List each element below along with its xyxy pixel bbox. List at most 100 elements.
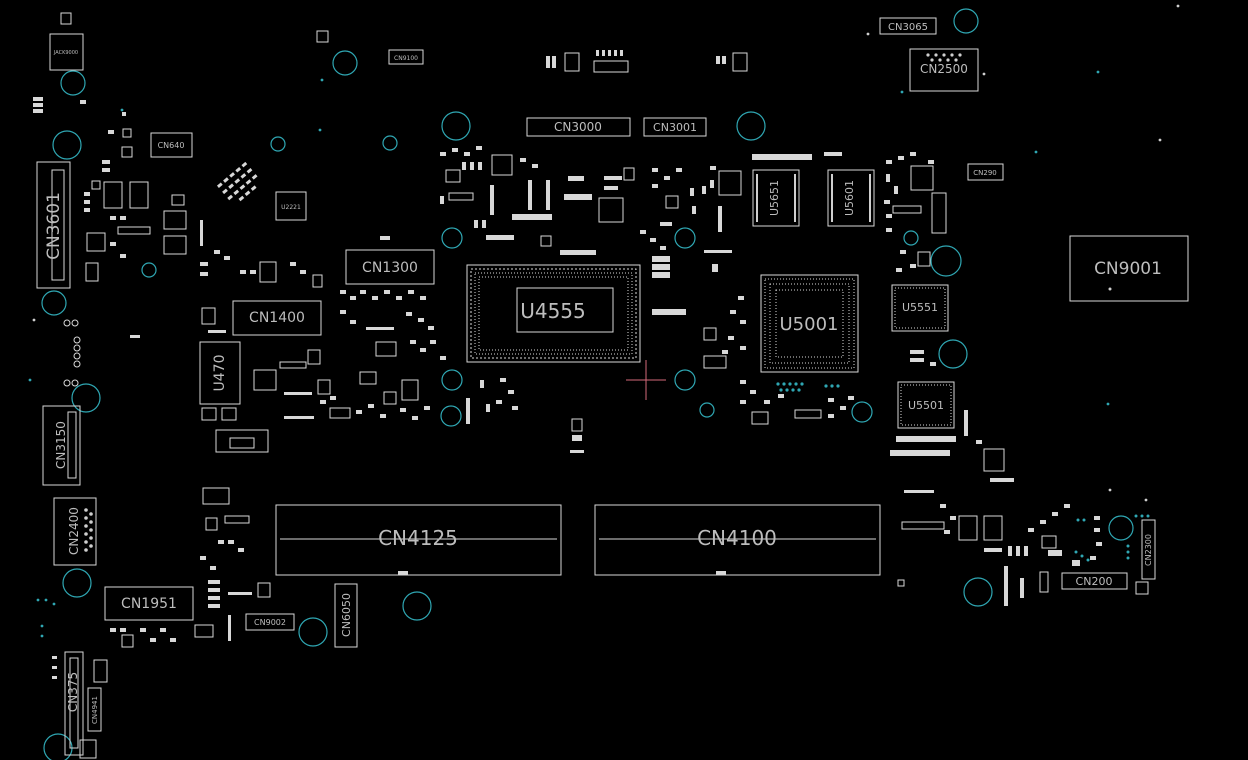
left-small-parts-rect-25 xyxy=(130,335,140,338)
u5001-gpu[interactable]: U5001 xyxy=(760,274,859,373)
lower-left-parts-rect-19 xyxy=(208,588,220,592)
lower-right-parts-rect-6 xyxy=(897,579,905,587)
u4555-cpu-rect-0 xyxy=(466,264,641,363)
right-center-parts-rect-34 xyxy=(778,394,784,398)
center-left-parts-rect-25 xyxy=(366,327,394,330)
center-left-parts-rect-26 xyxy=(284,392,312,395)
scattered-markers-circle-0 xyxy=(36,598,40,602)
cpu-top-parts-rect-29 xyxy=(660,246,666,250)
left-circle-column-circle-1 xyxy=(71,319,79,327)
via-holes-circle-4 xyxy=(441,111,471,141)
cn640[interactable]: CN640 xyxy=(150,132,193,158)
right-center-parts-rect-5 xyxy=(931,192,947,234)
u5601[interactable]: U5601 xyxy=(827,169,875,227)
cn3601[interactable]: CN3601 xyxy=(36,161,71,289)
lower-left-parts-rect-7 xyxy=(257,582,271,598)
jack9000[interactable]: JACK9000 xyxy=(49,33,84,71)
center-left-parts-rect-28 xyxy=(340,290,346,294)
cn2500[interactable]: CN2500 xyxy=(909,48,979,92)
u470[interactable]: U470 xyxy=(199,341,241,405)
cn290[interactable]: CN290 xyxy=(967,163,1004,181)
via-holes-circle-1 xyxy=(332,50,358,76)
right-center-parts-rect-28 xyxy=(740,346,746,350)
via-holes-circle-18 xyxy=(440,405,462,427)
left-small-parts-rect-17 xyxy=(102,168,110,172)
lower-right-teal-dots-circle-2 xyxy=(1074,550,1078,554)
cn1400[interactable]: CN1400 xyxy=(232,300,322,336)
left-small-parts-rect-9 xyxy=(121,146,133,158)
lower-right-teal-dots-circle-6 xyxy=(1126,550,1130,554)
cn9100-label-1: CN9100 xyxy=(394,55,418,62)
center-left-parts-rect-46 xyxy=(330,396,336,400)
right-center-parts-rect-14 xyxy=(718,206,722,232)
cn640-label-1: CN640 xyxy=(158,141,185,150)
cn3601-label-2: CN3601 xyxy=(44,192,64,260)
cn4125-dimm-slot[interactable]: CN4125 xyxy=(275,504,562,576)
cn2300[interactable]: CN2300 xyxy=(1141,519,1156,580)
right-center-parts-rect-41 xyxy=(910,152,916,156)
cn9002[interactable]: CN9002 xyxy=(245,613,295,631)
right-center-parts-rect-30 xyxy=(740,380,746,384)
cpu-top-parts-rect-17 xyxy=(440,152,446,156)
u4555-cpu[interactable]: U4555 xyxy=(466,264,641,363)
right-center-parts-rect-56 xyxy=(964,410,968,436)
center-left-parts-rect-3 xyxy=(253,369,277,391)
via-holes-circle-13 xyxy=(41,290,67,316)
cn1300[interactable]: CN1300 xyxy=(345,249,435,285)
cn3001[interactable]: CN3001 xyxy=(643,117,707,137)
lower-left-parts-rect-0 xyxy=(93,659,108,683)
top-small-parts-rect-11 xyxy=(620,50,623,56)
cpu-top-parts-rect-27 xyxy=(640,230,646,234)
cn3065[interactable]: CN3065 xyxy=(879,17,937,35)
u5551[interactable]: U5551 xyxy=(891,284,949,332)
gpu-teal-dots xyxy=(776,382,840,392)
cn375[interactable]: CN375 xyxy=(64,651,84,756)
center-left-parts-rect-31 xyxy=(372,296,378,300)
lower-right-parts-rect-19 xyxy=(1090,556,1096,560)
cn1951[interactable]: CN1951 xyxy=(104,586,194,621)
right-center-parts-rect-52 xyxy=(910,358,924,362)
center-left-parts-rect-53 xyxy=(466,398,470,424)
u5501[interactable]: U5501 xyxy=(897,381,955,429)
lower-left-parts-rect-26 xyxy=(200,556,206,560)
left-small-parts-rect-8 xyxy=(122,128,132,138)
cn9100[interactable]: CN9100 xyxy=(388,49,424,65)
u2221[interactable]: U2221 xyxy=(275,191,307,221)
scattered-markers-circle-5 xyxy=(320,78,324,82)
scattered-markers-circle-17 xyxy=(1108,488,1112,492)
cn4100-dimm-slot[interactable]: CN4100 xyxy=(594,504,881,576)
cn200[interactable]: CN200 xyxy=(1061,572,1128,590)
cpu-top-parts-rect-36 xyxy=(482,220,486,228)
u5001-gpu-rect-1 xyxy=(764,278,855,369)
right-center-parts-rect-21 xyxy=(664,176,670,180)
center-left-parts-rect-2 xyxy=(201,307,216,325)
center-left-parts-rect-40 xyxy=(428,326,434,330)
right-center-parts-rect-55 xyxy=(890,450,950,456)
cn3000[interactable]: CN3000 xyxy=(526,117,631,137)
cn2400[interactable]: CN2400 xyxy=(53,497,97,566)
cn3150[interactable]: CN3150 xyxy=(42,405,81,486)
via-holes-circle-10 xyxy=(141,262,157,278)
center-left-parts-rect-37 xyxy=(350,320,356,324)
right-center-parts-rect-36 xyxy=(840,406,846,410)
scattered-markers xyxy=(28,4,1180,638)
u5601-label-2: U5601 xyxy=(843,180,856,216)
right-center-parts-rect-23 xyxy=(652,184,658,188)
scattered-markers-circle-9 xyxy=(1106,402,1110,406)
center-left-parts-rect-16 xyxy=(214,250,220,254)
center-left-parts-rect-19 xyxy=(250,270,256,274)
cn6050[interactable]: CN6050 xyxy=(334,583,358,648)
lower-left-parts-rect-28 xyxy=(228,615,231,641)
right-center-parts-rect-42 xyxy=(928,160,934,164)
gpu-teal-dots-circle-7 xyxy=(791,388,795,392)
right-center-parts-rect-32 xyxy=(740,400,746,404)
lower-right-parts-rect-23 xyxy=(940,504,946,508)
center-left-parts-rect-11 xyxy=(375,341,397,357)
cpu-top-parts-rect-35 xyxy=(474,220,478,228)
u5651[interactable]: U5651 xyxy=(752,169,800,227)
cn4941[interactable]: CN4941 xyxy=(87,687,102,732)
center-left-parts-rect-21 xyxy=(300,270,306,274)
lower-right-parts-rect-25 xyxy=(944,530,950,534)
cn9001[interactable]: CN9001 xyxy=(1069,235,1189,302)
